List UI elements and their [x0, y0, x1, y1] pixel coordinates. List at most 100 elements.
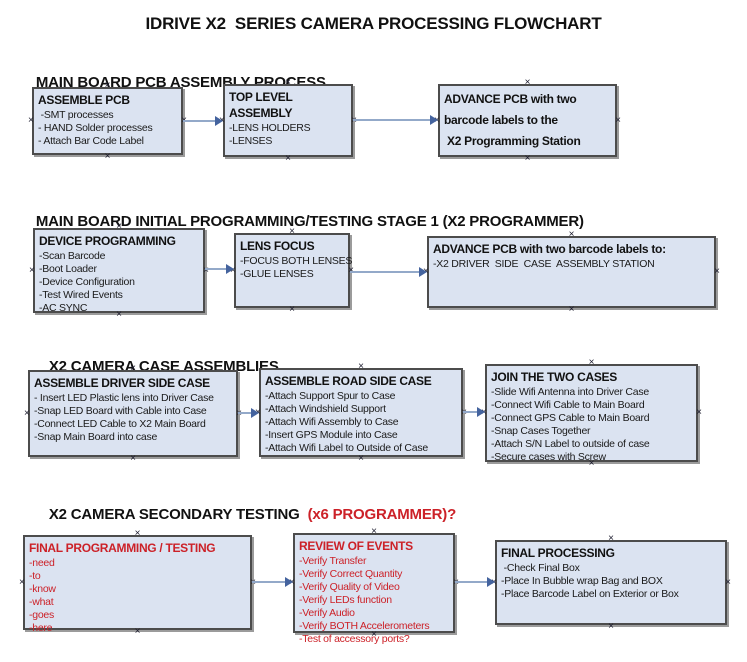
box-title: ASSEMBLE PCB: [38, 93, 130, 107]
connector-arrow: [463, 406, 485, 418]
box-item: -GLUE LENSES: [240, 268, 314, 280]
box-item: -LENSES: [229, 135, 273, 147]
box-title: ADVANCE PCB with two barcode labels to t…: [444, 92, 581, 148]
box-item: -Connect Wifi Cable to Main Board: [491, 399, 645, 411]
flow-box-advance-pcb-driver-side-station: × × × × ADVANCE PCB with two barcode lab…: [423, 230, 720, 315]
connector-arrow: [350, 266, 427, 278]
box-item: -FOCUS BOTH LENSES: [240, 255, 353, 267]
arrow-line: [238, 412, 253, 414]
box-item: -Attach Wifi Assembly to Case: [265, 416, 399, 428]
connector-arrow: [183, 115, 223, 127]
box-title: FINAL PROCESSING: [501, 546, 615, 560]
box-item: -Verify Quality of Video: [299, 581, 400, 593]
box-item: -goes: [29, 609, 55, 621]
connector-arrow: [353, 114, 438, 126]
section-heading-secondary-testing: X2 CAMERA SECONDARY TESTING (x6 PROGRAMM…: [33, 489, 456, 540]
connection-point-icon: ×: [725, 576, 731, 588]
box-item: -Slide Wifi Antenna into Driver Case: [491, 386, 649, 398]
flow-box-advance-pcb-programming-station: × × × × ADVANCE PCB with two barcode lab…: [434, 78, 621, 164]
box-item: -Verify Transfer: [299, 555, 367, 567]
flow-box-assemble-driver-side-case: × × × × ASSEMBLE DRIVER SIDE CASE - Inse…: [24, 364, 242, 464]
box-item: -Connect LED Cable to X2 Main Board: [34, 418, 206, 430]
connector-arrow: [455, 576, 495, 588]
connection-point-icon: ×: [696, 407, 702, 418]
box-item: -X2 DRIVER SIDE CASE ASSEMBLY STATION: [433, 258, 655, 270]
box-title: ASSEMBLE ROAD SIDE CASE: [265, 374, 432, 388]
box-title: TOP LEVEL ASSEMBLY: [229, 90, 295, 120]
flow-box-top-level-assembly: × × × × TOP LEVEL ASSEMBLY -LENS HOLDERS…: [219, 78, 357, 164]
connection-point-icon: ×: [28, 115, 34, 126]
box-item: -Test of accessory ports?: [299, 633, 410, 645]
arrow-head-icon: [487, 577, 495, 587]
box-item: -Place In Bubble wrap Bag and BOX: [501, 575, 663, 587]
arrow-line: [183, 120, 217, 122]
box-item: -Snap Cases Together: [491, 425, 591, 437]
box-item: -Verify Audio: [299, 607, 355, 619]
connection-point-icon: ×: [588, 357, 595, 368]
box-item: - Insert LED Plastic lens into Driver Ca…: [34, 392, 214, 404]
connection-point-icon: ×: [714, 266, 720, 277]
arrow-line: [455, 581, 489, 583]
box-item: -Verify BOTH Accelerometers: [299, 620, 430, 632]
flow-box-join-the-two-cases: × × × × JOIN THE TWO CASES -Slide Wifi A…: [481, 358, 702, 469]
box-item: -Attach Support Spur to Case: [265, 390, 396, 402]
connection-point-icon: ×: [524, 153, 531, 164]
connection-point-icon: ×: [568, 304, 575, 315]
connector-arrow: [252, 576, 293, 588]
box-item: -Place Barcode Label on Exterior or Box: [501, 588, 679, 600]
box-title: JOIN THE TWO CASES: [491, 370, 617, 384]
arrow-line: [463, 411, 479, 413]
box-title: ADVANCE PCB with two barcode labels to:: [433, 242, 666, 256]
arrow-head-icon: [226, 264, 234, 274]
connection-point-icon: ×: [358, 361, 364, 372]
box-title: REVIEW OF EVENTS: [299, 539, 413, 553]
connection-point-icon: ×: [104, 151, 111, 162]
arrow-head-icon: [215, 116, 223, 126]
flow-box-review-of-events: × × × × REVIEW OF EVENTS -Verify Transfe…: [289, 527, 459, 646]
connection-point-icon: ×: [130, 453, 136, 464]
flow-box-assemble-pcb: × × × × ASSEMBLE PCB -SMT processes - HA…: [28, 81, 187, 162]
flow-box-final-processing: × × × × FINAL PROCESSING -Check Final Bo…: [491, 534, 731, 632]
page-title: IDRIVE X2 SERIES CAMERA PROCESSING FLOWC…: [145, 14, 602, 33]
connector-arrow: [238, 407, 259, 419]
arrow-line: [350, 271, 421, 273]
connection-point-icon: ×: [24, 407, 30, 419]
box-item: -Snap Main Board into case: [34, 431, 158, 443]
connection-point-icon: ×: [29, 264, 35, 276]
connection-point-icon: ×: [608, 533, 614, 544]
section-heading-red-text: (x6 PROGRAMMER)?: [307, 506, 457, 523]
arrow-line: [353, 119, 432, 121]
section-heading-initial-programming: MAIN BOARD INITIAL PROGRAMMING/TESTING S…: [20, 196, 584, 247]
box-item: -to: [29, 570, 41, 582]
arrow-head-icon: [419, 267, 427, 277]
section-heading-text: MAIN BOARD INITIAL PROGRAMMING/TESTING S…: [35, 213, 584, 230]
box-item: -Scan Barcode: [39, 250, 106, 262]
box-item: -Verify Correct Quantity: [299, 568, 403, 580]
connection-point-icon: ×: [608, 621, 614, 632]
arrow-line: [252, 581, 287, 583]
connection-point-icon: ×: [358, 453, 364, 464]
flow-box-device-programming: × × × × DEVICE PROGRAMMING -Scan Barcode…: [29, 222, 209, 320]
arrow-head-icon: [477, 407, 485, 417]
box-item: -Attach Windshield Support: [265, 403, 386, 415]
connector-arrow: [205, 263, 234, 275]
box-title: FINAL PROGRAMMING / TESTING: [29, 541, 216, 555]
flow-box-final-programming-testing: × × × × FINAL PROGRAMMING / TESTING -nee…: [19, 529, 256, 637]
box-item: -Test Wired Events: [39, 289, 123, 301]
flow-box-lens-focus: × × × × LENS FOCUS -FOCUS BOTH LENSES -G…: [230, 227, 354, 315]
connection-point-icon: ×: [289, 304, 295, 315]
box-item: -LENS HOLDERS: [229, 122, 311, 134]
box-item: -Check Final Box: [501, 562, 580, 574]
connection-point-icon: ×: [524, 77, 531, 88]
box-title: ASSEMBLE DRIVER SIDE CASE: [34, 376, 210, 390]
box-item: -what: [29, 596, 54, 608]
flow-box-assemble-road-side-case: × × × × ASSEMBLE ROAD SIDE CASE -Attach …: [255, 362, 467, 464]
box-item: -AC SYNC: [39, 302, 88, 314]
box-item: -Snap LED Board with Cable into Case: [34, 405, 207, 417]
section-heading-text: X2 CAMERA SECONDARY TESTING: [48, 506, 308, 523]
box-item: -Connect GPS Cable to Main Board: [491, 412, 650, 424]
box-item: - HAND Solder processes: [38, 122, 153, 134]
box-item: -Boot Loader: [39, 263, 97, 275]
box-item: -Attach Wifi Label to Outside of Case: [265, 442, 428, 454]
arrow-head-icon: [430, 115, 438, 125]
